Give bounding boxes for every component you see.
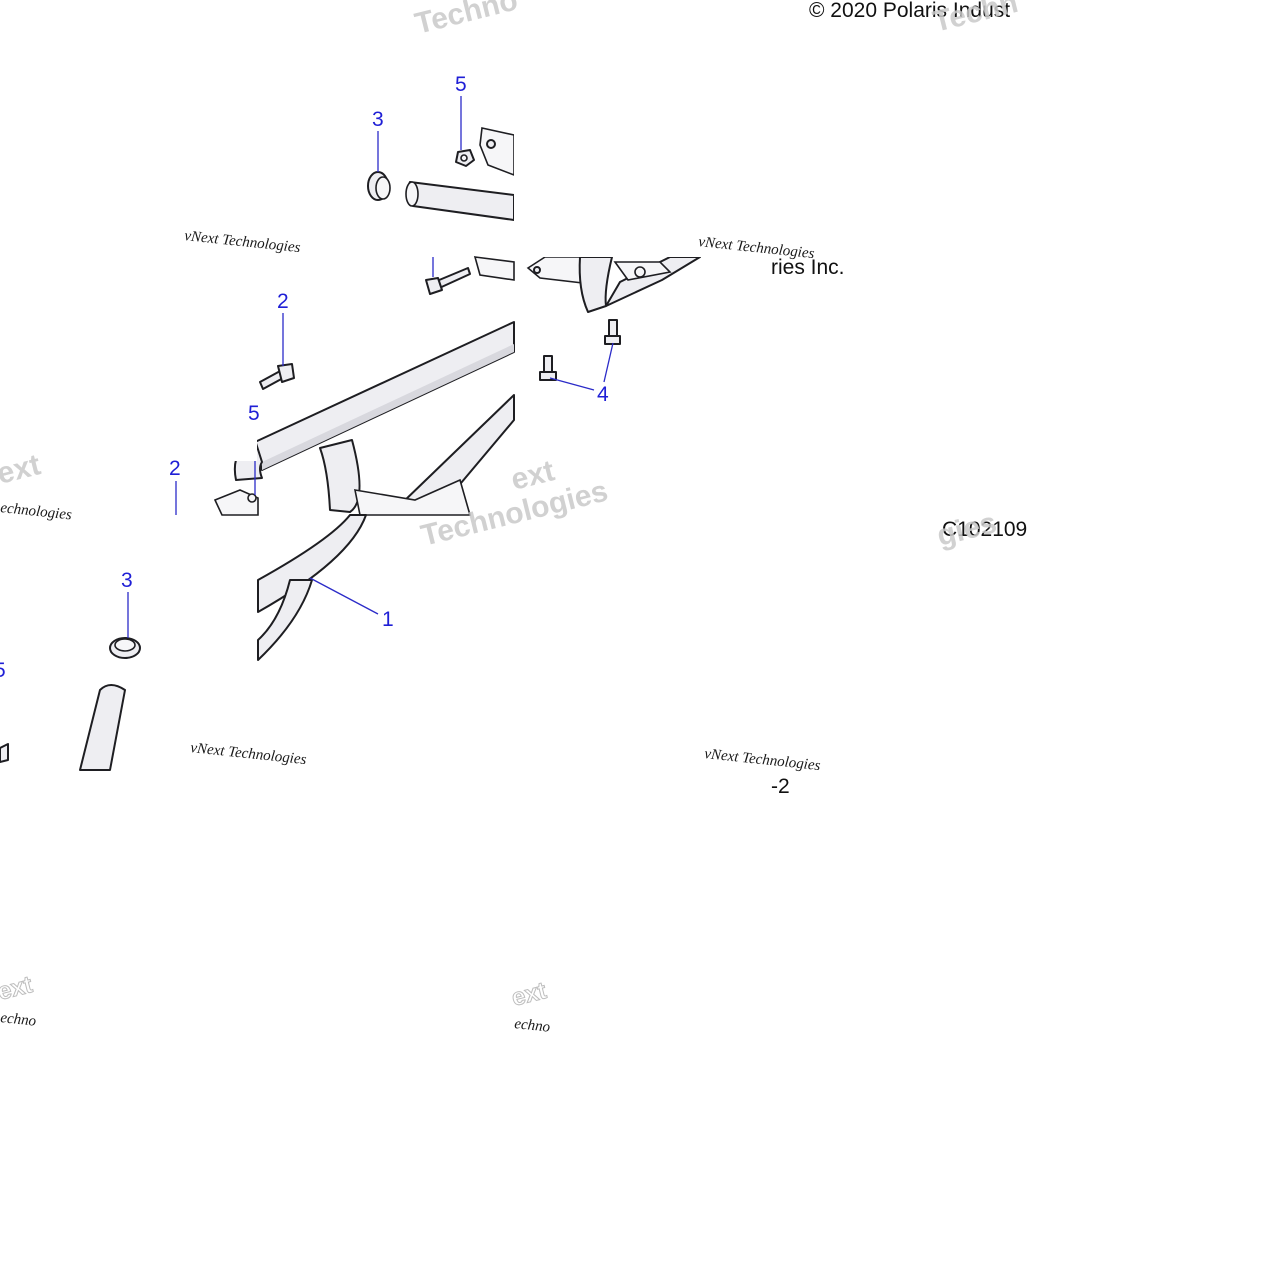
watermark-fragment: ext <box>0 971 35 1006</box>
copyright-text-b: ries Inc. <box>771 256 845 279</box>
watermark-fragment: Techn <box>930 0 1022 39</box>
watermark-fragment: ext <box>0 448 44 491</box>
callout-2-middle: 2 <box>277 290 289 313</box>
callout-1: 1 <box>382 608 394 631</box>
callout-5-top: 5 <box>455 73 467 96</box>
callout-5-edge: 5 <box>0 659 6 682</box>
watermark-fragment: echno <box>514 1016 552 1036</box>
bolt-part <box>247 363 295 503</box>
watermark-fragment: ext <box>509 977 549 1012</box>
callout-4: 4 <box>597 383 609 406</box>
right-mount-part <box>526 256 701 381</box>
watermark-script: vNext Technologies <box>190 740 308 768</box>
callout-3-bottom: 3 <box>121 569 133 592</box>
lower-tube-part <box>0 637 141 771</box>
copyright-text-a: © 2020 Polaris Indust <box>809 0 1010 22</box>
callout-2-left: 2 <box>169 457 181 480</box>
callout-3-top: 3 <box>372 108 384 131</box>
missing-tiles <box>0 0 1028 771</box>
tube-frame-part <box>213 321 515 661</box>
watermark-fragment: echno <box>0 1010 37 1030</box>
drawing-code-a: C102109 <box>942 518 1027 541</box>
callouts: 5 3 2 5 2 4 1 3 5 <box>0 73 609 682</box>
callout-5-middle: 5 <box>248 402 260 425</box>
upper-bracket-part <box>367 127 515 295</box>
drawing-code-b: -2 <box>771 775 790 798</box>
watermark-fragment: echnologies <box>0 500 73 523</box>
drawing-text: © 2020 Polaris Indust ries Inc. C102109 … <box>771 0 1027 798</box>
